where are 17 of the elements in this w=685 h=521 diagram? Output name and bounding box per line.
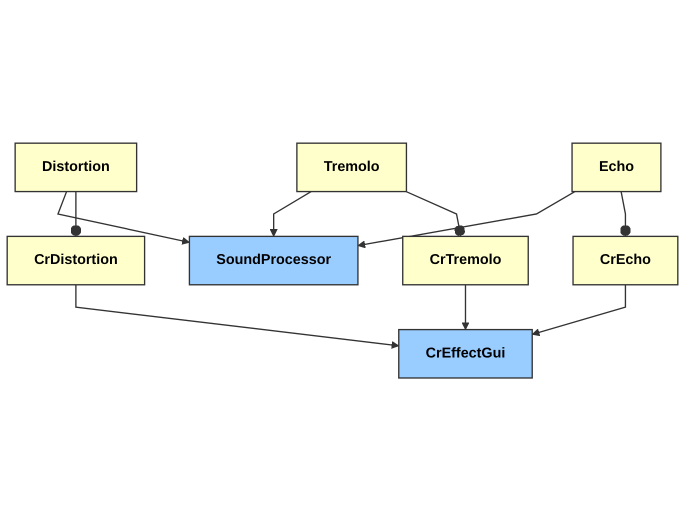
node-box: Distortion [14,142,138,192]
connector [406,190,466,236]
arrow [270,190,312,237]
arrow [532,284,626,336]
node-box: SoundProcessor [188,236,359,286]
connector [620,191,631,236]
arrow [462,284,470,330]
arrow [57,191,190,245]
node-box: CrDistortion [6,236,146,286]
node-box: Echo [571,142,662,192]
node-box: CrEffectGui [398,328,533,379]
node-box: Tremolo [296,142,408,192]
node-box: CrTremolo [402,236,529,286]
connector [70,192,82,236]
arrow [358,190,576,248]
node-box: CrEcho [572,236,678,286]
arrow [75,284,400,349]
